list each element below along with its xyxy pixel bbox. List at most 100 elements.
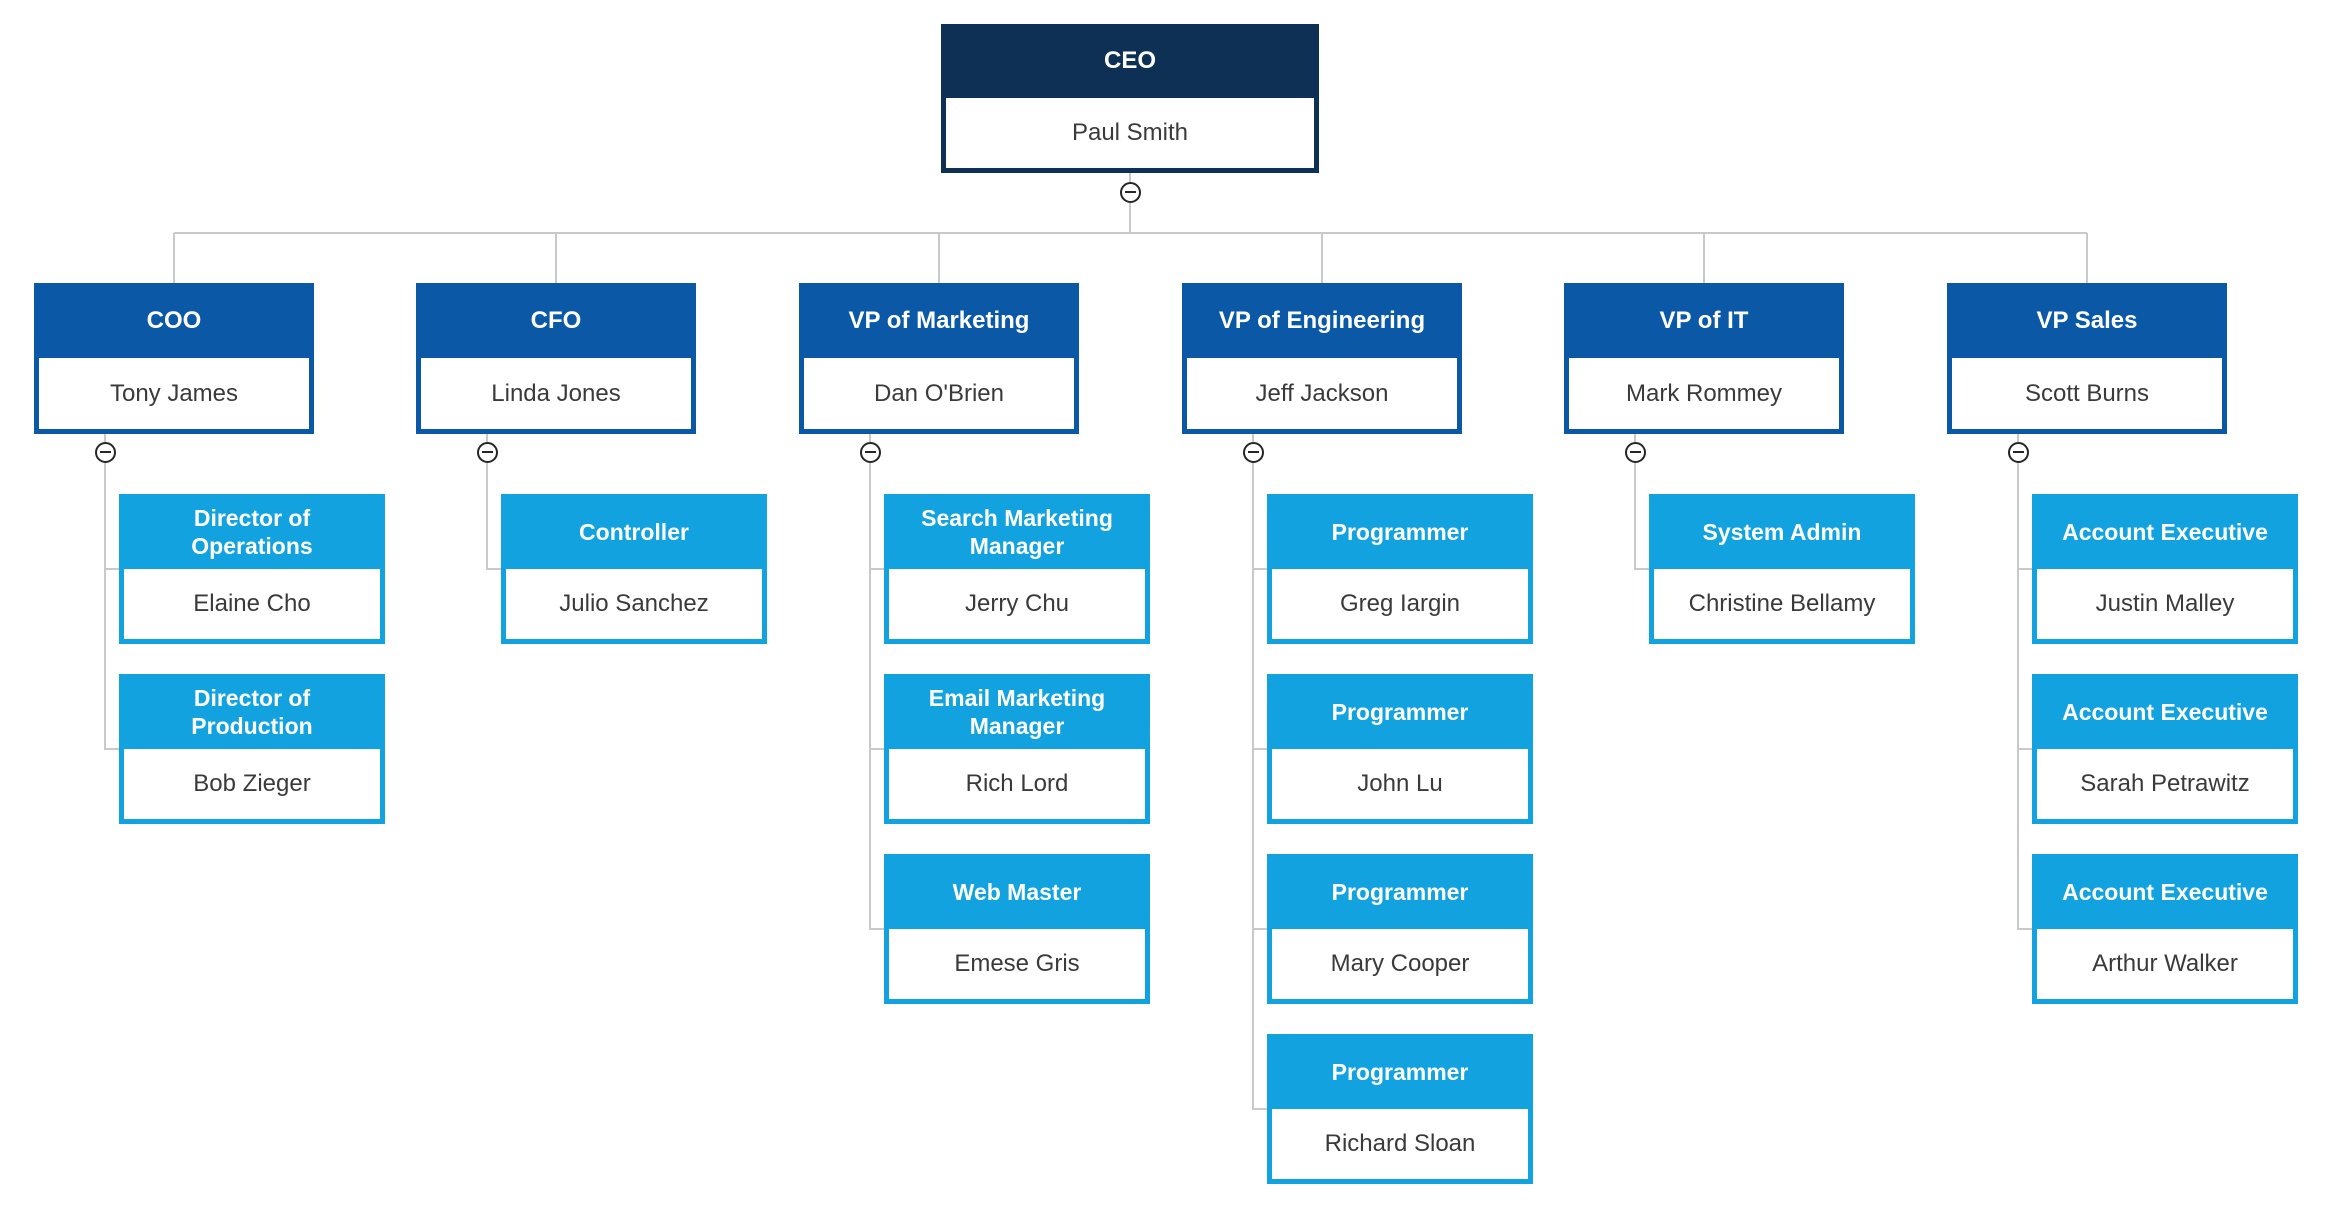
connector-line	[486, 434, 488, 442]
connector-line	[105, 748, 119, 750]
minus-circle-icon	[864, 450, 876, 454]
org-node[interactable]: COO Tony James	[34, 283, 314, 434]
node-name: Elaine Cho	[124, 569, 380, 639]
connector-line	[1252, 462, 1254, 1110]
connector-line	[870, 568, 884, 570]
connector-line	[869, 462, 871, 930]
collapse-button[interactable]	[2007, 441, 2029, 463]
connector-line	[1635, 568, 1649, 570]
node-name: Scott Burns	[1952, 358, 2222, 429]
minus-circle-icon	[99, 450, 111, 454]
minus-circle-icon	[1629, 450, 1641, 454]
connector-line	[2018, 568, 2032, 570]
node-name: Tony James	[39, 358, 309, 429]
node-title: VP of Marketing	[848, 306, 1030, 334]
collapse-button[interactable]	[1242, 441, 1264, 463]
connector-line	[104, 462, 106, 750]
node-title: System Admin	[1702, 518, 1862, 545]
org-node[interactable]: CFO Linda Jones	[416, 283, 696, 434]
node-title: Email Marketing Manager	[928, 684, 1106, 739]
node-name: Mark Rommey	[1569, 358, 1839, 429]
connector-line	[2017, 462, 2019, 930]
node-title: Account Executive	[2062, 878, 2268, 905]
connector-line	[2018, 748, 2032, 750]
connector-line	[1321, 233, 1323, 284]
node-title: Programmer	[1331, 878, 1469, 905]
connector-line	[174, 232, 2087, 234]
connector-line	[2018, 928, 2032, 930]
node-name: John Lu	[1272, 749, 1528, 819]
node-name: Julio Sanchez	[506, 569, 762, 639]
connector-line	[2017, 434, 2019, 442]
connector-line	[870, 748, 884, 750]
connector-line	[2086, 233, 2088, 284]
collapse-button[interactable]	[859, 441, 881, 463]
node-name: Rich Lord	[889, 749, 1145, 819]
collapse-button[interactable]	[476, 441, 498, 463]
node-name: Arthur Walker	[2037, 929, 2293, 999]
connector-line	[1634, 434, 1636, 442]
node-title: Director of Operations	[191, 504, 313, 559]
node-name: Greg Iargin	[1272, 569, 1528, 639]
node-title: VP Sales	[2036, 306, 2138, 334]
collapse-button[interactable]	[1624, 441, 1646, 463]
node-title: CFO	[530, 306, 582, 334]
connector-line	[105, 568, 119, 570]
connector-line	[1129, 202, 1131, 234]
collapse-button[interactable]	[94, 441, 116, 463]
minus-circle-icon	[481, 450, 493, 454]
node-title: VP of IT	[1659, 306, 1749, 334]
connector-line	[487, 568, 501, 570]
node-name: Jeff Jackson	[1187, 358, 1457, 429]
node-name: Christine Bellamy	[1654, 569, 1910, 639]
connector-line	[938, 233, 940, 284]
connector-line	[1253, 1108, 1267, 1110]
connector-line	[104, 434, 106, 442]
connector-line	[173, 233, 175, 284]
node-name: Mary Cooper	[1272, 929, 1528, 999]
node-title: Web Master	[952, 878, 1082, 905]
node-title: VP of Engineering	[1218, 306, 1426, 334]
node-name: Richard Sloan	[1272, 1109, 1528, 1179]
node-title: Account Executive	[2062, 698, 2268, 725]
node-title: Programmer	[1331, 1058, 1469, 1085]
connector-line	[1253, 748, 1267, 750]
node-title: Director of Production	[191, 684, 313, 739]
connector-line	[1253, 928, 1267, 930]
connector-line	[1634, 462, 1636, 570]
node-title: Programmer	[1331, 518, 1469, 545]
connector-line	[555, 233, 557, 284]
connector-line	[486, 462, 488, 570]
minus-circle-icon	[1124, 190, 1136, 194]
node-name: Linda Jones	[421, 358, 691, 429]
collapse-button[interactable]	[1119, 181, 1141, 203]
connector-line	[1252, 434, 1254, 442]
connector-line	[1703, 233, 1705, 284]
connector-line	[1129, 173, 1131, 182]
node-title: COO	[146, 306, 202, 334]
node-title: CEO	[1103, 47, 1156, 74]
node-title: Account Executive	[2062, 518, 2268, 545]
connector-line	[869, 434, 871, 442]
org-node[interactable]: VP of IT Mark Rommey	[1564, 283, 1844, 434]
connector-line	[870, 928, 884, 930]
